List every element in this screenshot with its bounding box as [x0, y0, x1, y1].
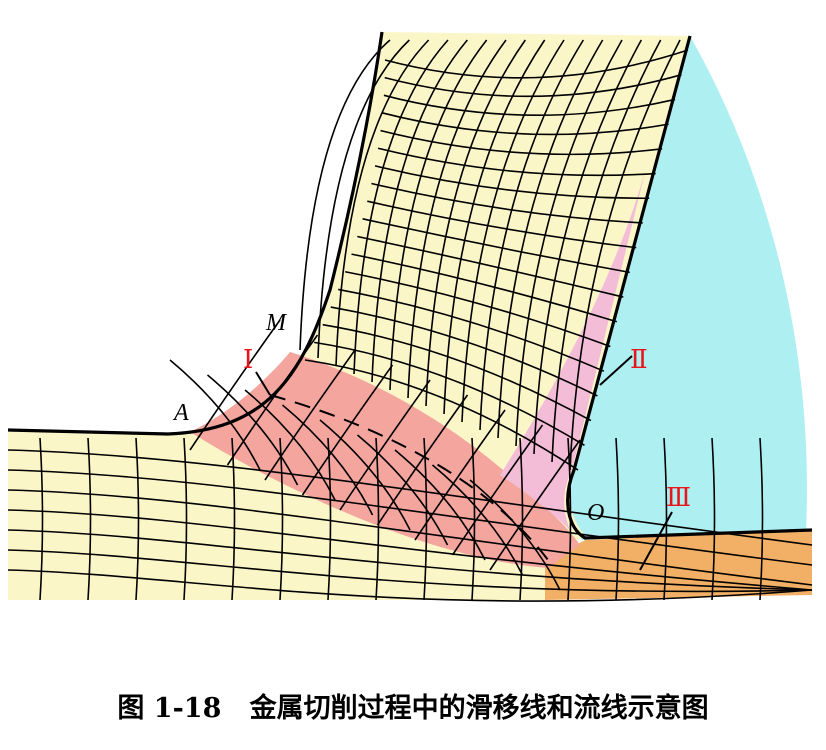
workpiece-grid-line — [519, 437, 524, 601]
flow-line — [389, 39, 488, 391]
slip-line — [344, 270, 611, 348]
slip-line — [383, 94, 676, 116]
shear-slip-line — [451, 424, 544, 556]
slip-line — [374, 165, 650, 200]
workpiece-flow-line — [7, 549, 813, 593]
workpiece-flow-line — [7, 469, 813, 566]
workpiece-grid-line — [183, 437, 188, 601]
workpiece-region — [8, 430, 545, 600]
leader-lines — [255, 355, 673, 571]
workpiece-flow-line — [7, 509, 813, 591]
workpiece-grid-line — [135, 437, 140, 601]
zone-2-area — [500, 168, 646, 530]
workpiece-grid-line — [615, 437, 620, 601]
slip-line — [322, 323, 592, 422]
zone-2-label: Ⅱ — [630, 345, 648, 374]
slip-line — [384, 73, 682, 98]
slip-line — [351, 253, 618, 323]
workpiece-grid-line — [759, 437, 764, 601]
flow-line — [551, 39, 662, 463]
flow-line — [425, 39, 526, 407]
slip-line — [367, 200, 637, 249]
cutting-diagram: A M O Ⅰ Ⅱ Ⅲ — [7, 31, 813, 602]
slip-line — [377, 147, 656, 177]
slip-line — [330, 306, 598, 397]
flow-line — [479, 39, 585, 431]
slip-line — [382, 112, 669, 136]
outlines — [7, 31, 813, 561]
workpiece-grid-line — [327, 437, 332, 601]
workpiece-grid-line — [87, 437, 92, 601]
shear-slip-line — [414, 409, 506, 541]
flow-line — [407, 39, 507, 399]
point-a-label: A — [172, 400, 189, 426]
slip-line — [384, 49, 689, 79]
slip-line — [380, 129, 663, 156]
shear-slip-line — [356, 434, 449, 546]
shear-slip-line — [244, 389, 336, 501]
zone-3-area — [545, 530, 812, 600]
zone-3-label: Ⅲ — [666, 483, 691, 512]
workpiece-flow-line — [7, 489, 813, 586]
flow-line — [317, 39, 410, 359]
workpiece-flow-line — [7, 449, 813, 546]
shear-slip-line — [264, 349, 356, 481]
point-o-label: O — [587, 500, 604, 526]
slip-line — [362, 218, 630, 274]
shear-slip-line — [319, 419, 411, 531]
flow-line — [533, 39, 643, 455]
flow-line — [569, 39, 681, 471]
shear-slip-line — [376, 394, 469, 526]
slip-line — [338, 288, 605, 372]
slip-line — [357, 235, 624, 298]
shear-slip-line — [394, 449, 486, 561]
figure-caption: 图 1-18 金属切削过程中的滑移线和流线示意图 — [117, 693, 709, 724]
zone-1-label: Ⅰ — [243, 345, 253, 374]
shear-slip-line — [189, 319, 281, 451]
slip-line — [314, 341, 585, 446]
flow-line — [371, 39, 468, 383]
workpiece-grid-line — [279, 437, 284, 601]
cutting-tool — [565, 36, 807, 540]
shear-slip-line — [281, 404, 374, 516]
workpiece-grid-line — [231, 437, 236, 601]
flow-line — [497, 39, 604, 439]
workpiece-grid-line — [471, 437, 476, 601]
flow-line — [353, 39, 449, 375]
shear-slip-line — [206, 374, 299, 486]
shear-slip-line — [169, 359, 261, 471]
slip-line — [371, 182, 643, 224]
workpiece-grid-line — [375, 437, 380, 601]
workpiece-flow-line — [7, 529, 813, 591]
workpiece-grid-line — [711, 437, 716, 601]
flow-line — [299, 39, 391, 351]
workpiece-grid-line — [39, 437, 44, 601]
shear-slip-line — [301, 364, 394, 496]
shear-slip-line — [339, 379, 431, 511]
point-m-label: M — [265, 310, 288, 336]
workpiece-grid-line — [663, 437, 668, 601]
flow-line — [515, 39, 623, 447]
slip-line — [304, 359, 579, 471]
